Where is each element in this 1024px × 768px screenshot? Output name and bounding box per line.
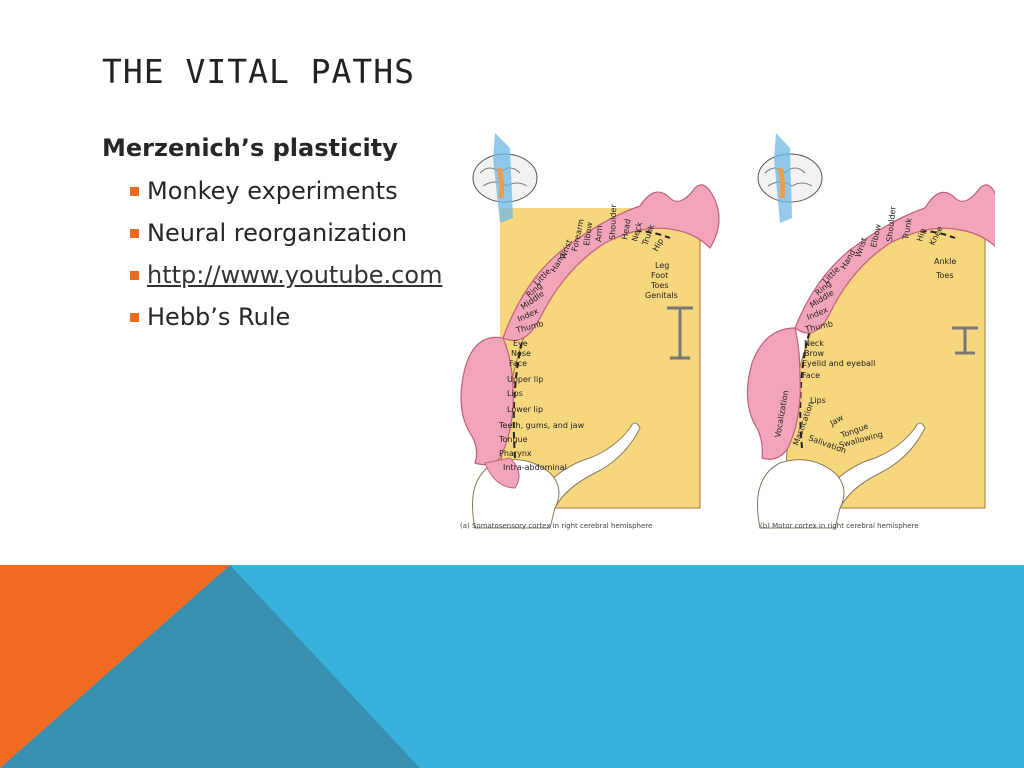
square-bullet-icon [130, 186, 139, 196]
gyrus-highlight [496, 167, 505, 199]
label-genitals: Genitals [645, 291, 678, 300]
homunculus-figure: Hand Wrist Forearm Elbow Arm Shoulder He… [455, 128, 995, 538]
label-pharynx: Pharynx [499, 449, 532, 458]
orange-triangle [0, 565, 230, 768]
somatosensory-panel: Hand Wrist Forearm Elbow Arm Shoulder He… [460, 133, 720, 530]
label-nose: Nose [511, 349, 531, 358]
label-toes: Toes [935, 271, 954, 280]
bullet-item: Neural reorganization [130, 212, 454, 254]
label-eyelid: Eyelid and eyeball [802, 359, 875, 368]
bullet-text: Monkey experiments [147, 177, 398, 205]
homunculus-body [502, 184, 720, 342]
label-arm: Arm [594, 225, 604, 242]
bullet-text: Hebb’s Rule [147, 303, 291, 331]
label-lips: Lips [810, 396, 826, 405]
motor-panel: Hand Wrist Elbow Shoulder Trunk Hip Knee… [746, 133, 995, 530]
bullet-item: Monkey experiments [130, 170, 454, 212]
homunculus-svg: Hand Wrist Forearm Elbow Arm Shoulder He… [460, 133, 995, 530]
homunculus-tongue [484, 457, 520, 489]
label-foot: Foot [651, 271, 668, 280]
decorative-footer [0, 565, 1024, 768]
label-brow: Brow [804, 349, 824, 358]
label-lower-lip: Lower lip [507, 405, 543, 414]
square-bullet-icon [130, 228, 139, 238]
label-shoulder: Shoulder [608, 203, 618, 240]
square-bullet-icon [130, 270, 139, 280]
square-bullet-icon [130, 312, 139, 322]
label-upper-lip: Upper lip [507, 375, 543, 384]
stem-marker [667, 306, 693, 360]
label-intra-abdominal: Intra-abdominal [503, 463, 567, 472]
homunculus-body [794, 184, 995, 334]
label-neck: Neck [804, 339, 824, 348]
bullet-text: Neural reorganization [147, 219, 408, 247]
label-hip: Hip [915, 227, 927, 242]
bullet-item[interactable]: http://www.youtube.com [130, 254, 454, 296]
label-teeth: Teeth, gums, and jaw [498, 421, 585, 430]
slide-title: THE VITAL PATHS [102, 52, 416, 91]
motor-caption: (b) Motor cortex in right cerebral hemis… [760, 522, 919, 530]
content-heading: Merzenich’s plasticity [102, 134, 398, 162]
label-toes: Toes [650, 281, 669, 290]
label-trunk: Trunk [901, 217, 914, 241]
cortex-strip-line [512, 229, 671, 459]
label-leg: Leg [655, 261, 669, 270]
teal-triangle [0, 565, 420, 768]
label-ankle: Ankle [934, 257, 956, 266]
stem-marker [952, 326, 978, 355]
bullet-list: Monkey experiments Neural reorganization… [102, 170, 454, 338]
gyrus-highlight [777, 167, 786, 199]
label-tongue: Tongue [498, 435, 528, 444]
homunculus-face [746, 327, 801, 460]
slide-content: Merzenich’s plasticity Monkey experiment… [102, 130, 454, 350]
footer-shapes [0, 565, 1024, 768]
label-elbow: Elbow [582, 221, 594, 246]
label-face: Face [509, 359, 527, 368]
label-eye: Eye [513, 339, 528, 348]
youtube-link[interactable]: http://www.youtube.com [147, 261, 443, 289]
bullet-item: Hebb’s Rule [130, 296, 454, 338]
label-shoulder: Shoulder [885, 205, 898, 242]
temporal-lobe [757, 459, 845, 529]
label-head: Head [620, 218, 632, 240]
homunculus-face [460, 336, 514, 466]
label-face: Face [802, 371, 820, 380]
label-lips: Lips [507, 389, 523, 398]
somatosensory-caption: (a) Somatosensory cortex in right cerebr… [460, 522, 652, 530]
